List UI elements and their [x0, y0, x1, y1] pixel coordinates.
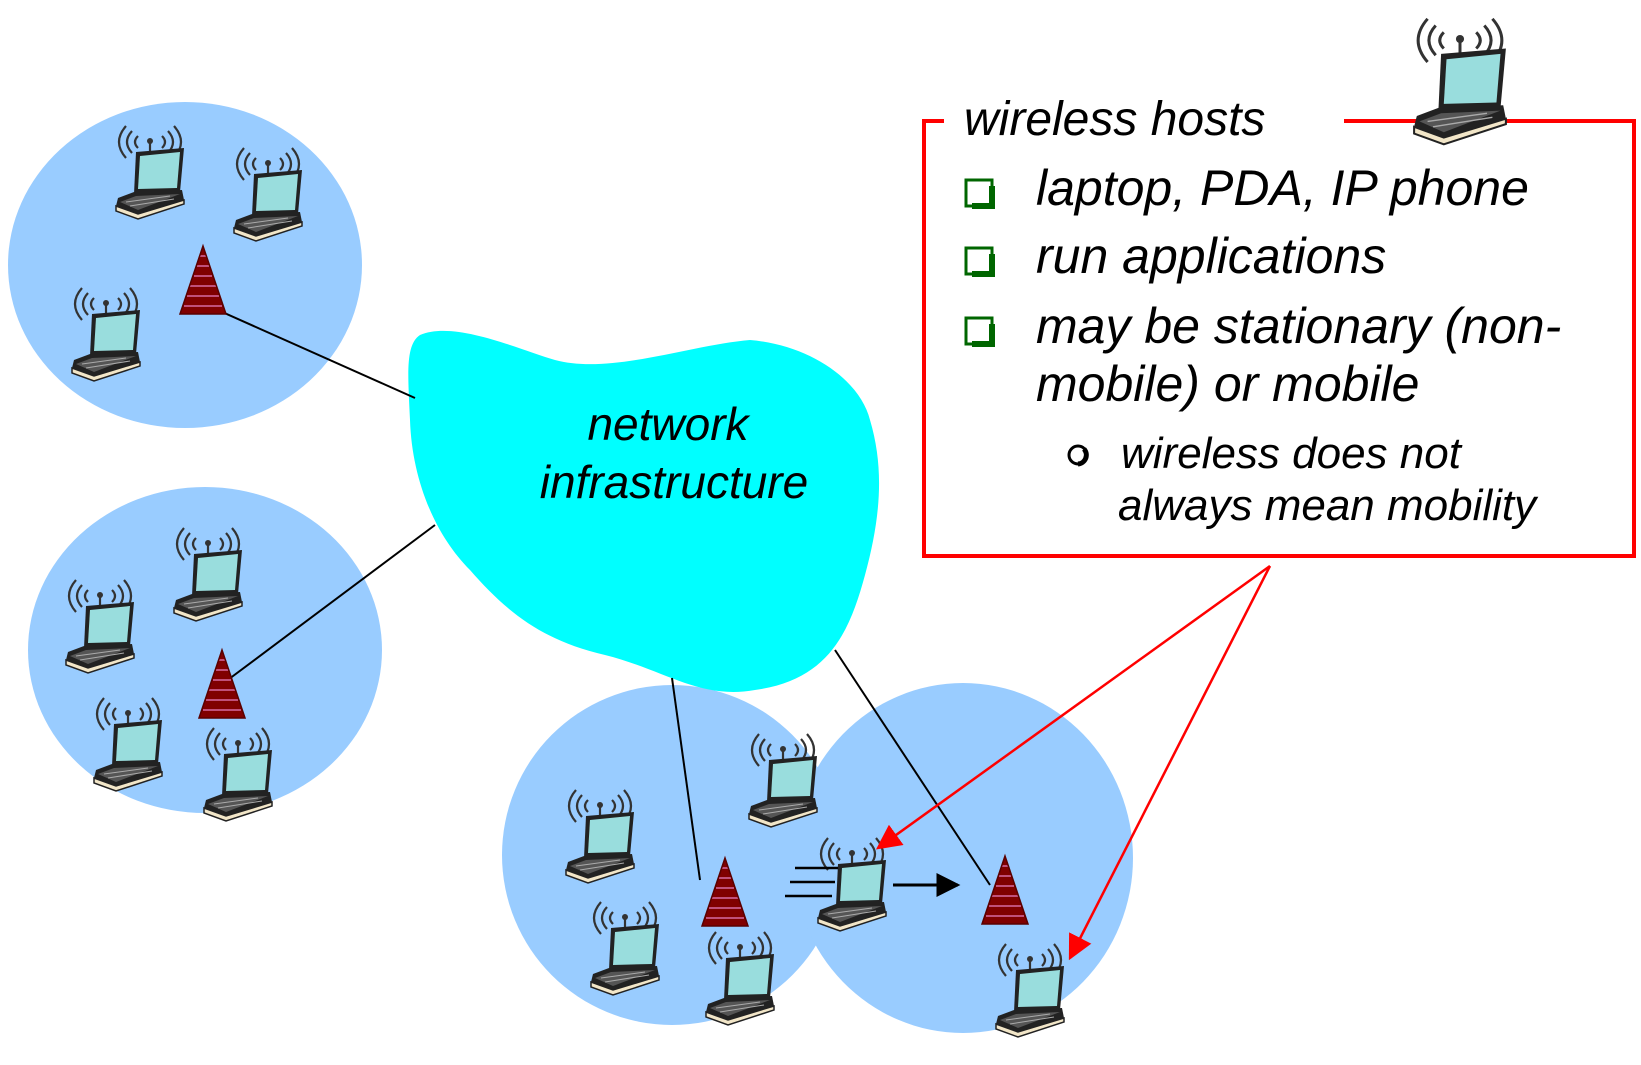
cloud-label-line1: network: [587, 398, 750, 450]
laptop-icon: [1414, 19, 1506, 145]
checkbox-bullet-icon: [964, 316, 995, 347]
bullet-item-3-line2: mobile) or mobile: [1036, 356, 1419, 412]
bullet-item-2: run applications: [1036, 228, 1386, 284]
checkbox-bullet-icon: [964, 178, 995, 209]
link-middle-left: [224, 524, 436, 683]
link-top-left: [201, 302, 416, 399]
cell-bottom-right: [793, 683, 1133, 1033]
pointer-arrow-to-moving-laptop: [875, 564, 1271, 850]
info-box-title-bg: [944, 92, 1344, 152]
network-cloud: [408, 330, 880, 692]
info-box-title: wireless hosts: [964, 93, 1265, 146]
pointer-arrow-to-stationary-laptop: [1068, 565, 1272, 961]
bullet-list: laptop, PDA, IP phone run applications m…: [964, 160, 1561, 530]
sub-bullet-line2: always mean mobility: [1118, 481, 1539, 530]
link-bottom-left: [671, 677, 701, 881]
link-bottom-right: [834, 649, 991, 886]
cell-bottom-left: [502, 685, 842, 1025]
checkbox-bullet-icon: [964, 246, 995, 277]
circle-bullet-icon: [1067, 444, 1089, 467]
cloud-label-line2: infrastructure: [540, 456, 808, 508]
cell-top-left: [8, 102, 362, 428]
bullet-item-1: laptop, PDA, IP phone: [1036, 160, 1529, 216]
sub-bullet-line1: wireless does not: [1121, 429, 1463, 478]
bullet-item-3-line1: may be stationary (non-: [1036, 298, 1561, 354]
